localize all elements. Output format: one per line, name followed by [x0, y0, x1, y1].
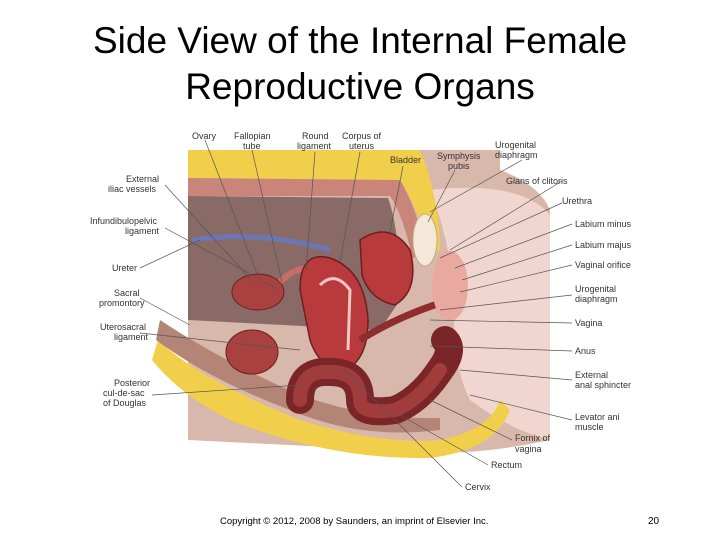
label-ovary: Ovary — [192, 131, 217, 141]
label-ureter: Ureter — [112, 263, 137, 273]
label-fallopian-2: tube — [243, 141, 261, 151]
label-levator-2: muscle — [575, 422, 604, 432]
sacral-fat — [152, 340, 510, 459]
label-labium-majus: Labium majus — [575, 240, 632, 250]
label-ext-anal-1: External — [575, 370, 608, 380]
abdominal-fat — [188, 150, 440, 255]
slide-title-line-2: Reproductive Organs — [185, 66, 535, 107]
leader-lines — [139, 139, 573, 488]
label-anus: Anus — [575, 346, 596, 356]
label-labium-minus: Labium minus — [575, 219, 632, 229]
label-sacral-2: promontory — [99, 298, 145, 308]
label-rectum: Rectum — [491, 460, 522, 470]
label-fallopian-1: Fallopian — [234, 131, 271, 141]
label-vagina: Vagina — [575, 318, 602, 328]
label-levator-1: Levator ani — [575, 412, 620, 422]
label-corpus-2: uterus — [349, 141, 375, 151]
labia-shape — [432, 251, 468, 321]
label-urogenital-bot-1: Urogenital — [575, 284, 616, 294]
label-uterosacral-2: ligament — [114, 332, 149, 342]
abdominal-muscle — [188, 178, 426, 258]
bowel-loop — [225, 329, 279, 375]
label-urogenital-bot-2: diaphragm — [575, 294, 618, 304]
label-symphysis-2: pubis — [448, 161, 470, 171]
label-posterior-2: cul-de-sac — [103, 388, 145, 398]
bladder-shape — [359, 231, 414, 306]
label-corpus-1: Corpus of — [342, 131, 382, 141]
label-fornix-1: Fornix of — [515, 433, 551, 443]
rectum-inner — [293, 363, 447, 419]
ovary-shape — [231, 273, 285, 311]
label-sacral-1: Sacral — [114, 288, 140, 298]
label-ext-iliac-2: iliac vessels — [108, 184, 157, 194]
label-vaginal-orifice: Vaginal orifice — [575, 260, 631, 270]
label-posterior-3: of Douglas — [103, 398, 147, 408]
label-ext-anal-2: anal sphincter — [575, 380, 631, 390]
label-round-1: Round — [302, 131, 329, 141]
label-ext-iliac-1: External — [126, 174, 159, 184]
label-infundibulo-1: Infundibulopelvic — [90, 216, 158, 226]
label-fornix-2: vagina — [515, 444, 542, 454]
label-urogenital-top-1: Urogenital — [495, 140, 536, 150]
skin-right — [430, 187, 550, 440]
label-posterior-1: Posterior — [114, 378, 150, 388]
label-urogenital-top-2: diaphragm — [495, 150, 538, 160]
symphysis-pubis-shape — [412, 213, 438, 267]
label-round-2: ligament — [297, 141, 332, 151]
label-infundibulo-2: ligament — [125, 226, 160, 236]
copyright-footer: Copyright © 2012, 2008 by Saunders, an i… — [220, 516, 489, 527]
label-glans: Glans of clitoris — [506, 176, 568, 186]
slide-number: 20 — [648, 516, 660, 527]
ureter-vessel — [191, 234, 331, 253]
label-uterosacral-1: Uterosacral — [100, 322, 146, 332]
label-cervix: Cervix — [465, 482, 491, 492]
label-bladder: Bladder — [390, 155, 421, 165]
uterine-cavity — [318, 277, 352, 351]
slide-title-line-1: Side View of the Internal Female — [92, 20, 628, 61]
label-urethra: Urethra — [562, 196, 592, 206]
label-symphysis-1: Symphysis — [437, 151, 481, 161]
slide-title: Side View of the Internal Female Reprodu… — [0, 18, 720, 110]
